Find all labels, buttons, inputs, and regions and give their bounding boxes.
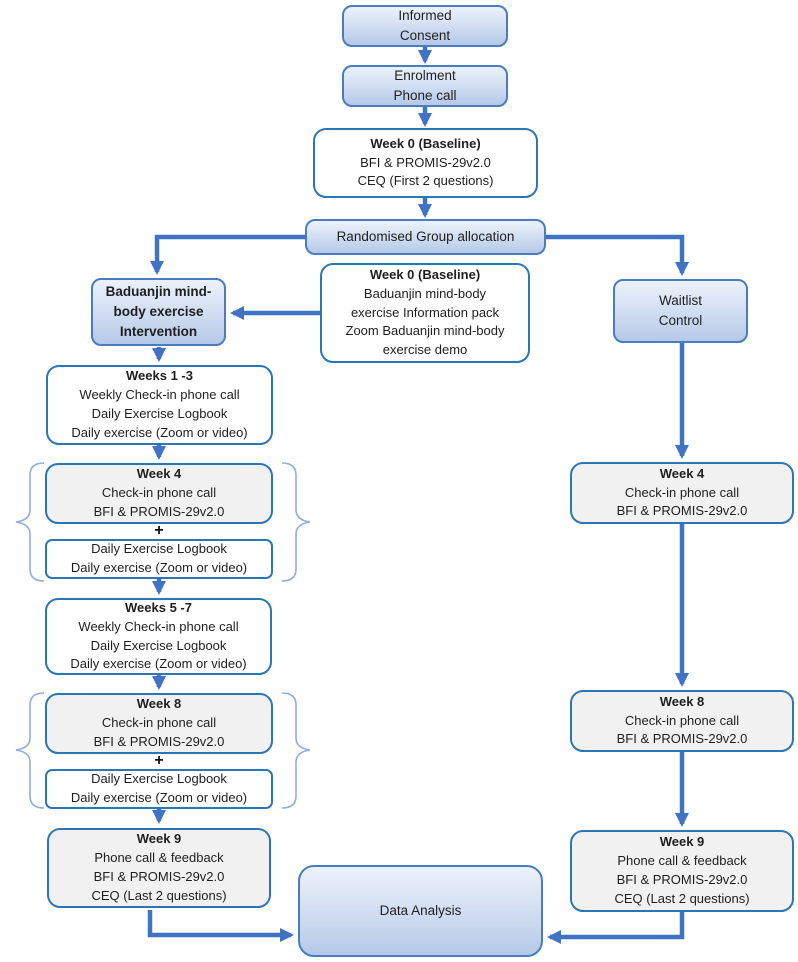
weeks-5-7-line2: Daily Exercise Logbook <box>90 637 227 653</box>
weeks-5-7-line3: Daily exercise (Zoom or video) <box>70 656 247 672</box>
week9-intervention-line3: CEQ (Last 2 questions) <box>91 887 227 903</box>
waitlist-line2: Control <box>658 313 703 328</box>
week0-baseline-line1: BFI & PROMIS-29v2.0 <box>360 154 491 170</box>
week0-info-line3: Zoom Baduanjin mind-body <box>345 323 505 339</box>
week9-control-line1: Phone call & feedback <box>617 853 747 869</box>
week8-intervention-line1: Check-in phone call <box>101 715 217 731</box>
week8-control-line1: Check-in phone call <box>624 712 740 728</box>
week9-intervention-line2: BFI & PROMIS-29v2.0 <box>93 869 225 884</box>
week4-intervention-line1: Check-in phone call <box>101 485 217 501</box>
weeks-5-7-box: Weeks 5 -7 Weekly Check-in phone call Da… <box>45 598 272 675</box>
week4-logbook-box: Daily Exercise Logbook Daily exercise (Z… <box>45 539 273 579</box>
week4-logbook-line2: Daily exercise (Zoom or video) <box>70 560 248 575</box>
brace-right-week8-group <box>281 692 311 809</box>
arrow-randomisation-to-intervention <box>150 234 305 275</box>
intervention-group-box: Baduanjin mind- body exercise Interventi… <box>91 278 226 346</box>
week8-intervention-title: Week 8 <box>136 696 182 712</box>
week4-intervention-title: Week 4 <box>136 466 182 482</box>
plus-sign-week8: + <box>154 752 164 769</box>
waitlist-line1: Waitlist <box>659 293 702 309</box>
arrow-week9-control-to-analysis <box>547 912 685 944</box>
weeks-1-3-box: Weeks 1 -3 Weekly Check-in phone call Da… <box>46 365 273 445</box>
weeks-5-7-title: Weeks 5 -7 <box>125 599 192 615</box>
week9-control-line2: BFI & PROMIS-29v2.0 <box>616 872 748 887</box>
week9-control-line3: CEQ (Last 2 questions) <box>614 890 750 906</box>
week0-info-line1: Baduanjin mind-body <box>363 285 487 301</box>
week4-control-box: Week 4 Check-in phone call BFI & PROMIS-… <box>570 462 794 524</box>
week0-baseline-line2: CEQ (First 2 questions) <box>357 173 494 189</box>
week8-intervention-line2: BFI & PROMIS-29v2.0 <box>93 733 225 749</box>
weeks-1-3-title: Weeks 1 -3 <box>126 368 193 384</box>
week4-control-title: Week 4 <box>659 465 705 481</box>
week8-logbook-line1: Daily Exercise Logbook <box>91 771 227 787</box>
weeks-1-3-line2: Daily Exercise Logbook <box>91 406 228 421</box>
arrow-week9-intervention-to-analysis <box>147 910 294 942</box>
week4-intervention-box: Week 4 Check-in phone call BFI & PROMIS-… <box>45 463 273 524</box>
week0-info-title: Week 0 (Baseline) <box>369 266 481 282</box>
brace-right-week4-group <box>281 462 311 582</box>
enrolment-box: Enrolment Phone call <box>342 65 508 107</box>
waitlist-control-box: Waitlist Control <box>613 279 748 343</box>
weeks-1-3-line1: Weekly Check-in phone call <box>79 387 240 403</box>
arrow-randomisation-to-waitlist <box>546 234 689 276</box>
week0-baseline-title: Week 0 (Baseline) <box>370 135 481 151</box>
weeks-1-3-line3: Daily exercise (Zoom or video) <box>71 424 248 440</box>
intervention-line1: Baduanjin mind- <box>105 283 212 299</box>
informed-consent-line2: Consent <box>399 28 451 43</box>
week0-info-line2: exercise Information pack <box>350 304 500 320</box>
week4-intervention-line2: BFI & PROMIS-29v2.0 <box>93 503 225 519</box>
randomisation-box: Randomised Group allocation <box>305 219 546 255</box>
enrolment-line2: Phone call <box>393 88 457 103</box>
informed-consent-line1: Informed <box>398 8 452 24</box>
brace-left-week4-group <box>15 462 45 582</box>
week4-logbook-line1: Daily Exercise Logbook <box>91 541 227 557</box>
week9-control-box: Week 9 Phone call & feedback BFI & PROMI… <box>570 830 794 912</box>
week9-intervention-title: Week 9 <box>136 831 182 847</box>
data-analysis-box: Data Analysis <box>298 865 543 957</box>
week8-logbook-line2: Daily exercise (Zoom or video) <box>70 790 248 805</box>
week4-control-line1: Check-in phone call <box>624 484 740 500</box>
week0-baseline-box: Week 0 (Baseline) BFI & PROMIS-29v2.0 CE… <box>313 128 538 198</box>
week8-control-line2: BFI & PROMIS-29v2.0 <box>616 731 748 747</box>
week9-intervention-box: Week 9 Phone call & feedback BFI & PROMI… <box>47 828 271 908</box>
week0-info-box: Week 0 (Baseline) Baduanjin mind-body ex… <box>320 263 530 363</box>
informed-consent-box: Informed Consent <box>342 5 508 47</box>
enrolment-line1: Enrolment <box>394 68 456 84</box>
randomisation-label: Randomised Group allocation <box>336 229 515 245</box>
intervention-line2: body exercise <box>113 303 204 319</box>
week0-info-line4: exercise demo <box>382 342 468 358</box>
week9-control-title: Week 9 <box>659 834 705 850</box>
week9-intervention-line1: Phone call & feedback <box>94 850 224 866</box>
plus-sign-week4: + <box>154 522 164 539</box>
week8-control-box: Week 8 Check-in phone call BFI & PROMIS-… <box>570 690 794 752</box>
intervention-line3: Intervention <box>119 324 198 340</box>
week4-control-line2: BFI & PROMIS-29v2.0 <box>616 503 748 519</box>
week8-logbook-box: Daily Exercise Logbook Daily exercise (Z… <box>45 769 273 809</box>
data-analysis-label: Data Analysis <box>379 903 462 919</box>
weeks-5-7-line1: Weekly Check-in phone call <box>78 618 239 634</box>
week8-control-title: Week 8 <box>659 693 705 709</box>
week8-intervention-box: Week 8 Check-in phone call BFI & PROMIS-… <box>45 693 273 754</box>
brace-left-week8-group <box>15 692 45 809</box>
